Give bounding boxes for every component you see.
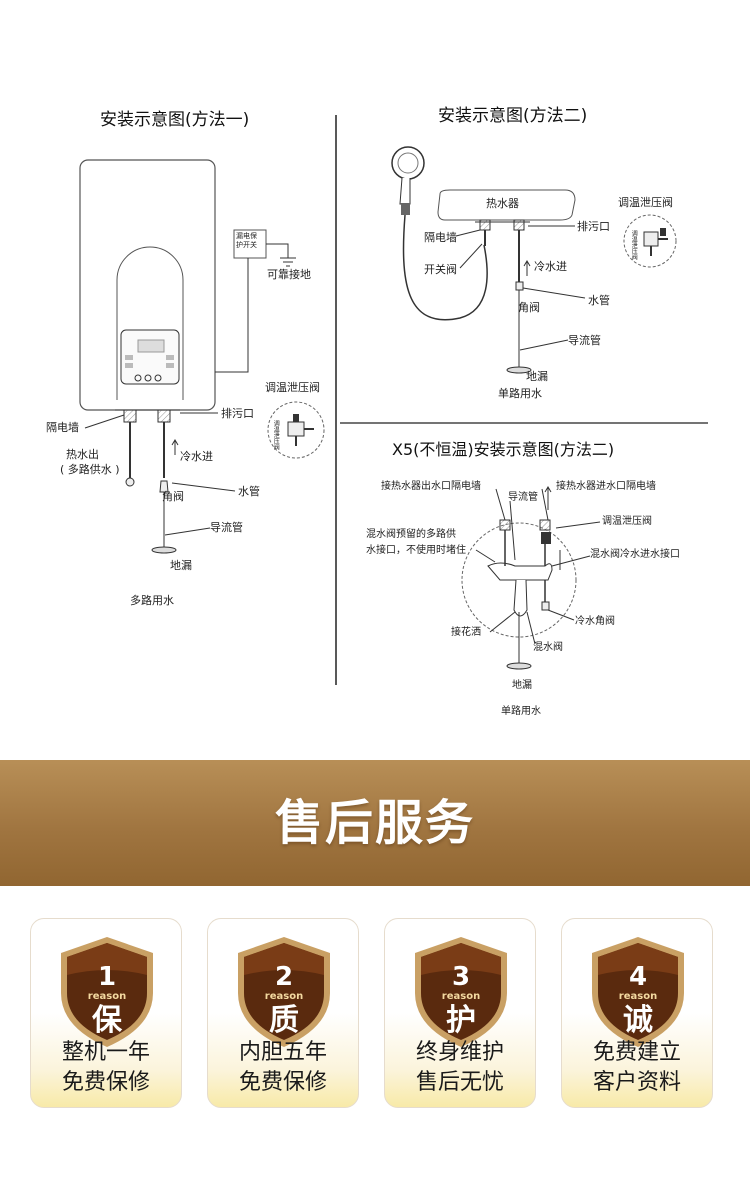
m2-cold-in-label: 冷水进 <box>534 260 567 273</box>
m1-water-pipe-label: 水管 <box>238 485 260 498</box>
badge-reason: reason <box>264 991 304 1002</box>
m2-guide-pipe-label: 导流管 <box>568 334 601 347</box>
cold-pipe <box>157 409 171 423</box>
x5-cold-angle-valve-label: 冷水角阀 <box>575 616 615 627</box>
m1-cold-in-label: 冷水进 <box>180 450 213 463</box>
card-line-2: 免费保修 <box>238 1070 327 1095</box>
badge-number: 2 <box>274 962 294 992</box>
m2-angle-valve-label: 角阀 <box>518 301 540 314</box>
hot-pipe <box>123 409 137 423</box>
diagram-drawings <box>79 115 708 685</box>
card-line-1: 整机一年 <box>61 1040 150 1065</box>
tempvalve-detail-circle-m2 <box>623 214 677 268</box>
shower-head <box>391 146 425 180</box>
tempvalve-detail-circle <box>267 401 325 459</box>
x5-inlet-wall-label: 接热水器进水口隔电墙 <box>556 481 656 492</box>
badge-reason: reason <box>87 991 127 1002</box>
m2-water-pipe-label: 水管 <box>588 294 610 307</box>
leak-switch-label-2: 护开关 <box>236 241 257 249</box>
m2-drain-label: 排污口 <box>577 220 610 233</box>
x5-reserved-label-1: 混水阀预留的多路供 <box>366 529 456 540</box>
badge-character: 护 <box>446 1003 476 1038</box>
service-banner: 售后服务 <box>0 760 750 886</box>
x5-usage-label: 单路用水 <box>501 706 541 717</box>
x5-tempvalve-label: 调温泄压阀 <box>602 516 652 527</box>
shield-icon <box>238 937 330 1047</box>
badge-character: 诚 <box>623 1003 653 1038</box>
badge-reason: reason <box>618 991 658 1002</box>
m1-tempvalve-label: 调温泄压阀 <box>265 381 320 394</box>
shield-icon <box>592 937 684 1047</box>
service-title: 售后服务 <box>274 795 475 851</box>
x5-shower-label: 接花洒 <box>451 627 481 638</box>
badge-reason: reason <box>441 991 481 1002</box>
shield-badge-3: 3 reason 护 <box>411 935 511 1049</box>
heater-window <box>116 246 184 400</box>
m1-tempvalve-vertical-label: 调温泄压阀 <box>272 420 280 450</box>
badge-number: 1 <box>97 962 117 992</box>
method1-title: 安装示意图(方法一) <box>100 110 250 130</box>
badge-number: 3 <box>451 962 471 992</box>
service-card-2: 2 reason 质 内胆五年 免费保修 <box>207 918 359 1108</box>
leak-switch-label-1: 漏电保 <box>236 232 257 240</box>
m2-wall-label: 隔电墙 <box>424 231 457 244</box>
m2-heater-label: 热水器 <box>486 197 519 210</box>
x5-detail-circle <box>461 522 577 638</box>
service-cards: 1 reason 保 整机一年 免费保修 2 reason 质 内胆五年 免费保… <box>0 886 750 1185</box>
m2-switch-valve-label: 开关阀 <box>424 263 457 276</box>
badge-character: 保 <box>92 1003 122 1038</box>
service-card-3: 3 reason 护 终身维护 售后无忧 <box>384 918 536 1108</box>
m1-angle-valve-label: 角阀 <box>162 490 184 503</box>
x5-guide-pipe-label: 导流管 <box>508 492 538 503</box>
m2-floor-drain-label: 地漏 <box>526 370 548 383</box>
installation-diagrams: 安装示意图(方法一) 漏电保 护开关 可靠接地 调温泄压阀 调温泄压阀 排污口 … <box>46 106 708 717</box>
badge-character: 质 <box>269 1003 299 1038</box>
x5-reserved-label-2: 水接口，不使用时堵住 <box>366 545 466 556</box>
ground-label: 可靠接地 <box>267 268 311 281</box>
shower-hose <box>402 214 488 321</box>
m1-wall-label: 隔电墙 <box>46 421 79 434</box>
badge-number: 4 <box>628 962 648 992</box>
heater-body-m2 <box>437 189 576 221</box>
m2-usage-label: 单路用水 <box>498 387 542 400</box>
x5-floor-drain-label: 地漏 <box>512 680 532 691</box>
card-line-1: 免费建立 <box>592 1040 681 1065</box>
multi-supply-label: ( 多路供水 ) <box>60 463 120 476</box>
shield-badge-2: 2 reason 质 <box>234 935 334 1049</box>
service-card-1: 1 reason 保 整机一年 免费保修 <box>30 918 182 1108</box>
card-line-1: 终身维护 <box>415 1040 504 1065</box>
mixer-valve <box>487 562 553 581</box>
hot-out-label: 热水出 <box>66 448 99 461</box>
m1-usage-label: 多路用水 <box>130 594 174 607</box>
card-line-2: 客户资料 <box>592 1070 681 1095</box>
card-line-2: 免费保修 <box>61 1070 150 1095</box>
method2-title: 安装示意图(方法二) <box>438 106 588 126</box>
shield-icon <box>415 937 507 1047</box>
x5-title: X5(不恒温)安装示意图(方法二) <box>392 440 615 459</box>
m2-tempvalve-vertical-label: 调温泄压阀 <box>630 230 638 260</box>
shield-badge-4: 4 reason 诚 <box>588 935 688 1049</box>
x5-mixer-cold-inlet-label: 混水阀冷水进水接口 <box>590 549 680 560</box>
m2-tempvalve-label: 调温泄压阀 <box>618 196 673 209</box>
card-line-2: 售后无忧 <box>415 1070 504 1095</box>
m1-guide-pipe-label: 导流管 <box>210 521 243 534</box>
service-card-4: 4 reason 诚 免费建立 客户资料 <box>561 918 713 1108</box>
x5-mixer-valve-label: 混水阀 <box>533 642 563 653</box>
card-line-1: 内胆五年 <box>238 1040 327 1065</box>
m1-floor-drain-label: 地漏 <box>170 559 192 572</box>
shield-icon <box>61 937 153 1047</box>
shield-badge-1: 1 reason 保 <box>57 935 157 1049</box>
m1-drain-label: 排污口 <box>221 407 254 420</box>
x5-hot-outlet-wall-label: 接热水器出水口隔电墙 <box>381 481 481 492</box>
